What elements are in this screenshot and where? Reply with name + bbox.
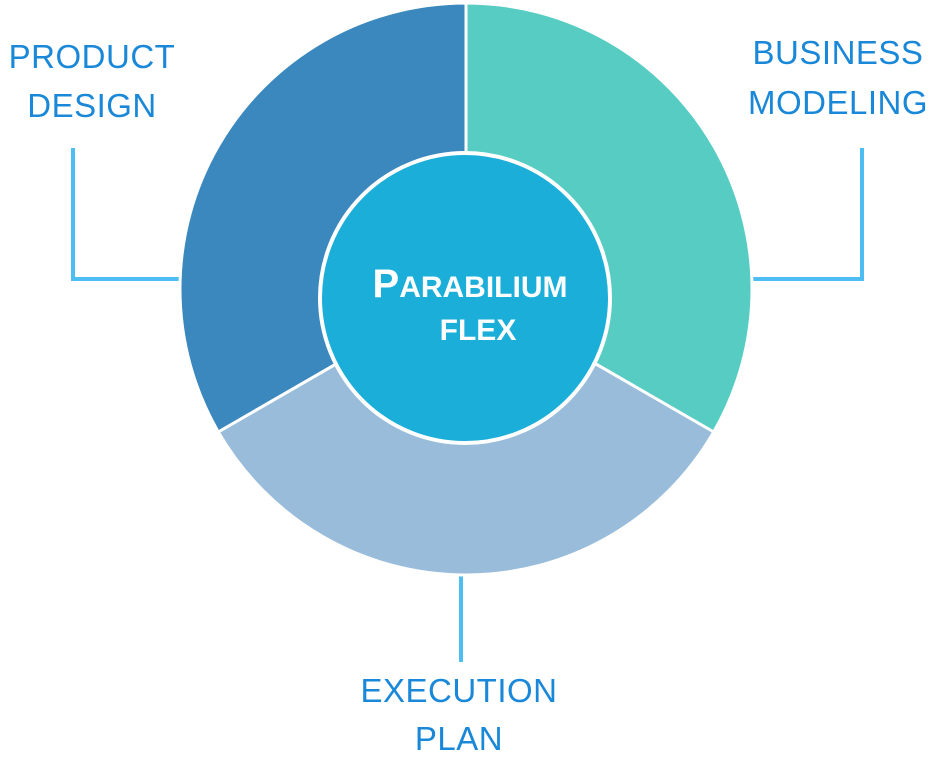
label-business-modeling-line2: MODELING xyxy=(748,84,928,121)
center-title-initial: P xyxy=(373,262,400,306)
label-business-modeling-line1: BUSINESS xyxy=(753,34,924,71)
connector-product-design xyxy=(71,148,186,281)
connector-business-modeling xyxy=(748,148,864,281)
center-title-line2: FLEX xyxy=(440,314,517,347)
center-circle xyxy=(318,151,612,445)
center-title-line1: PARABILIUM xyxy=(373,262,568,306)
label-product-design-line2: DESIGN xyxy=(27,87,157,124)
label-product-design-line1: PRODUCT xyxy=(9,38,176,75)
center-title-rest: ARABILIUM xyxy=(399,271,567,304)
label-execution-plan-line2: PLAN xyxy=(415,720,503,757)
label-execution-plan-line1: EXECUTION xyxy=(360,672,557,709)
